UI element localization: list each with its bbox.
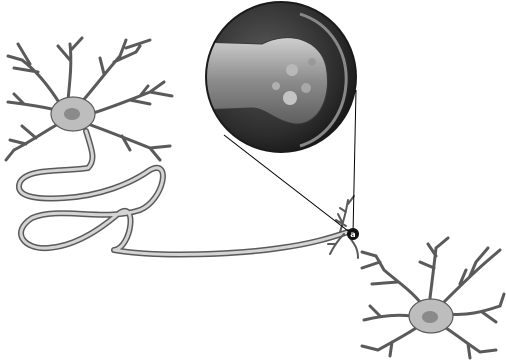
neuron-b-nucleus: [422, 311, 438, 323]
synapse-marker: a: [347, 228, 359, 240]
vesicle: [301, 83, 311, 93]
neuron-a-nucleus: [64, 108, 80, 120]
synapse-magnifier: [196, 0, 364, 160]
neuron-b-dendrites: [362, 238, 504, 358]
vesicle: [272, 82, 280, 90]
neuron-b: [362, 238, 504, 358]
vesicle: [283, 91, 297, 105]
vesicle: [286, 64, 298, 76]
synapse-marker-label: a: [350, 230, 355, 239]
vesicle: [308, 58, 316, 66]
